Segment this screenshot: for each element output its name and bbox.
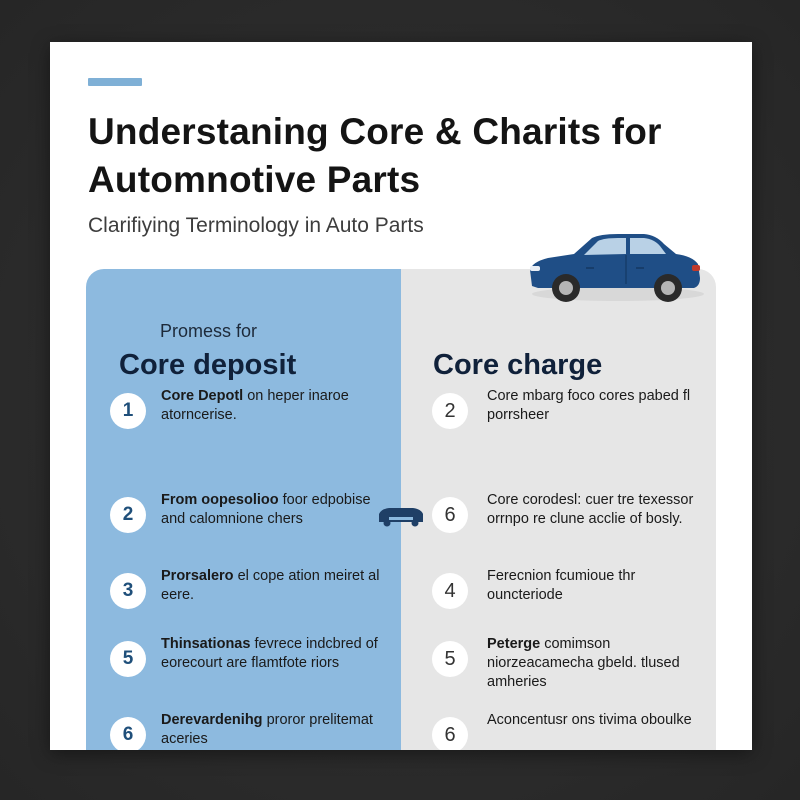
step-number: 6	[110, 717, 146, 750]
core-charge-panel: Core charge 2 Core mbarg foco cores pabe…	[401, 269, 716, 750]
list-item: 5 Peterge comimson niorzeacamecha gbeld.…	[401, 636, 701, 711]
car-icon	[530, 234, 704, 302]
item-body: Aconcentusr ons tivima oboulke	[487, 712, 692, 728]
item-lead: Derevardenihg	[161, 712, 263, 728]
panel-title-core-deposit: Core deposit	[119, 349, 297, 381]
accent-bar	[88, 78, 142, 86]
item-body: foor edpobise and calomnione chers	[161, 492, 371, 527]
step-number: 5	[110, 641, 146, 677]
panel-kicker: Promess for	[160, 321, 258, 341]
list-item: 3 Prorsalero el cope ation meiret al eer…	[86, 568, 386, 643]
item-body: Core mbarg foco cores pabed fl porrsheer	[487, 388, 691, 423]
item-text: Peterge comimson niorzeacamecha gbeld. t…	[487, 635, 707, 692]
list-item: 1 Core Depotl on heper inaroe atornceris…	[86, 388, 386, 463]
item-lead: Core Depotl	[161, 388, 244, 404]
list-item: 2 Core mbarg foco cores pabed fl porrshe…	[401, 388, 701, 463]
item-text: Derevardenihg proror prelitemat aceries	[161, 711, 381, 749]
item-lead: Peterge	[487, 636, 541, 652]
item-text: Thinsationas fevrece indcbred of eorecou…	[161, 635, 381, 673]
item-text: Core mbarg foco cores pabed fl porrsheer	[487, 387, 707, 425]
item-text: From oopesolioo foor edpobise and calomn…	[161, 491, 381, 529]
list-item: 2 From oopesolioo foor edpobise and calo…	[86, 492, 386, 567]
list-item: 4 Ferecnion fcumioue thr ouncteriode	[401, 568, 701, 643]
step-number: 2	[110, 497, 146, 533]
item-text: Ferecnion fcumioue thr ouncteriode	[487, 567, 707, 605]
step-number: 6	[432, 717, 468, 750]
list-item: 6 Core corodesl: cuer tre texessor orrnp…	[401, 492, 701, 567]
page-title: Understaning Core & Charits for Automnot…	[88, 111, 662, 200]
item-body: Core corodesl: cuer tre texessor orrnpo …	[487, 492, 694, 527]
list-item: 6 Derevardenihg proror prelitemat acerie…	[86, 712, 386, 750]
step-number: 6	[432, 497, 468, 533]
item-text: Core Depotl on heper inaroe atorncerise.	[161, 387, 381, 425]
item-text: Aconcentusr ons tivima oboulke	[487, 711, 707, 730]
item-body: comimson niorzeacamecha gbeld. tlused am…	[487, 636, 680, 690]
step-number: 4	[432, 573, 468, 609]
step-number: 5	[432, 641, 468, 677]
item-text: Prorsalero el cope ation meiret al eere.	[161, 567, 381, 605]
item-body: Ferecnion fcumioue thr ouncteriode	[487, 568, 636, 603]
item-body: proror prelitemat aceries	[161, 712, 373, 747]
item-lead: Thinsationas	[161, 636, 251, 652]
item-lead: From oopesolioo	[161, 492, 279, 508]
panel-title-core-charge: Core charge	[433, 349, 603, 381]
item-text: Core corodesl: cuer tre texessor orrnpo …	[487, 491, 707, 529]
list-item: 6 Aconcentusr ons tivima oboulke	[401, 712, 701, 750]
step-number: 3	[110, 573, 146, 609]
infographic-card: Understaning Core & Charits for Automnot…	[50, 42, 752, 750]
item-body: fevrece indcbred of eorecourt are flamtf…	[161, 636, 378, 671]
step-number: 1	[110, 393, 146, 429]
list-item: 5 Thinsationas fevrece indcbred of eorec…	[86, 636, 386, 711]
item-body: el cope ation meiret al eere.	[161, 568, 380, 603]
page-subtitle: Clarifiying Terminology in Auto Parts	[88, 214, 424, 237]
item-lead: Prorsalero	[161, 568, 234, 584]
step-number: 2	[432, 393, 468, 429]
car-mini-icon	[379, 508, 423, 527]
item-body: on heper inaroe atorncerise.	[161, 388, 349, 423]
core-deposit-panel: Promess for Core deposit 1 Core Depotl o…	[86, 269, 401, 750]
